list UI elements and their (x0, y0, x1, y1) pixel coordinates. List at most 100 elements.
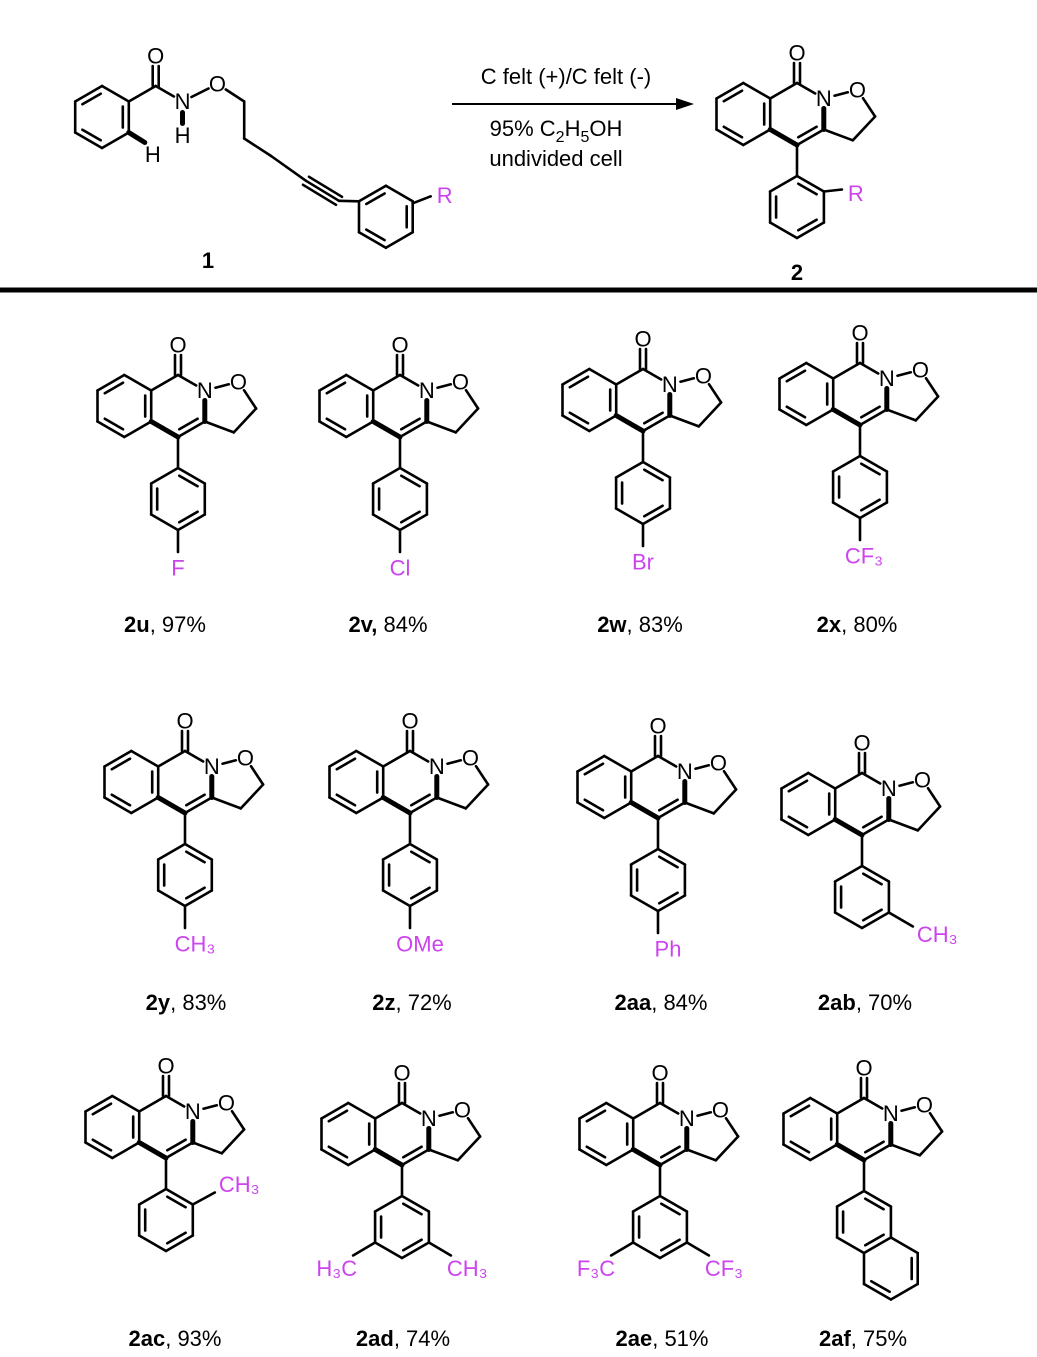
bond (896, 370, 913, 378)
ring-oxygen: O (462, 745, 479, 770)
nitrogen-atom: N (175, 89, 191, 114)
carbonyl-oxygen: O (401, 709, 418, 734)
bond (806, 771, 837, 790)
bond (81, 92, 102, 106)
bond (185, 886, 206, 900)
nitrogen-atom: N (816, 86, 832, 111)
ring-oxygen: O (230, 369, 247, 394)
substituent-label: F₃C (577, 1256, 615, 1281)
bond (787, 779, 809, 793)
bond (242, 388, 258, 410)
bond (346, 1101, 377, 1120)
bond (889, 1143, 922, 1157)
bond (602, 754, 633, 773)
bond (381, 889, 412, 908)
bond (190, 87, 210, 99)
bond (861, 96, 877, 118)
bond (641, 367, 663, 381)
bond (768, 174, 799, 193)
bond (796, 218, 818, 232)
bond (137, 1234, 168, 1253)
bond (831, 454, 862, 473)
bond (398, 420, 429, 439)
bond (587, 367, 618, 386)
bond (357, 231, 388, 250)
product-caption: 2ab, 70% (818, 990, 912, 1015)
bond (149, 513, 180, 532)
bond (862, 1236, 893, 1255)
substituent-label: CF₃ (845, 544, 883, 569)
bond (785, 405, 807, 419)
bond (860, 911, 891, 930)
bond (668, 414, 701, 428)
bond (833, 91, 850, 97)
bond (301, 183, 338, 207)
product-caption: 2ad, 74% (356, 1326, 450, 1351)
bond (860, 864, 891, 883)
new-bond (832, 817, 865, 838)
bond (399, 474, 421, 488)
new-bond (155, 795, 188, 816)
bond (111, 1094, 141, 1113)
bond (658, 1101, 680, 1115)
carbonyl-oxygen: O (651, 1061, 668, 1086)
bond (335, 793, 357, 807)
bond (149, 373, 180, 392)
bond (320, 1101, 350, 1120)
bond (862, 1189, 893, 1208)
bond (602, 801, 633, 820)
bond (325, 381, 347, 395)
carbonyl-oxygen: O (147, 44, 164, 69)
bond (889, 1282, 920, 1301)
bond (898, 780, 915, 788)
ring-oxygen: O (916, 1092, 933, 1117)
bond (335, 757, 357, 771)
product-caption: 2af, 75% (819, 1326, 907, 1351)
bond (859, 462, 881, 476)
bond (641, 507, 672, 526)
bond (715, 128, 745, 147)
bond (861, 872, 883, 886)
bond (795, 221, 826, 240)
bond (858, 408, 889, 427)
bond (685, 1241, 711, 1257)
substituent-label: CF₃ (705, 1256, 743, 1281)
bond (604, 1148, 635, 1167)
carbonyl-oxygen: O (169, 333, 186, 358)
new-bond (834, 1142, 867, 1163)
product-caption: 2u, 97% (124, 612, 206, 637)
bond (137, 1094, 168, 1113)
bond (456, 1135, 482, 1162)
nitrogen-atom: N (185, 1099, 201, 1124)
bond (722, 125, 744, 139)
nitrogen-atom: N (204, 754, 220, 779)
bond (806, 818, 837, 837)
bond (384, 231, 415, 250)
substituent-label: CH₃ (447, 1256, 488, 1281)
bond (364, 228, 386, 242)
substituent-label: CH₃ (917, 922, 958, 947)
bond (694, 763, 711, 771)
product-caption: 2ae, 51% (616, 1326, 709, 1351)
bond (851, 115, 877, 142)
bond (381, 842, 412, 861)
nitrogen-atom: N (879, 366, 895, 391)
bond (408, 749, 430, 763)
bond (796, 125, 818, 139)
new-bond (136, 1140, 169, 1161)
bond (100, 131, 131, 150)
r-group: R (848, 181, 864, 206)
bond (96, 420, 126, 439)
bond (346, 1148, 377, 1167)
bond (100, 84, 131, 103)
bond (778, 408, 808, 427)
bond (425, 420, 458, 434)
bond (354, 796, 385, 815)
bond (926, 786, 942, 808)
bond (435, 796, 468, 810)
bond (164, 1187, 195, 1206)
bond (249, 764, 265, 786)
bond (304, 179, 341, 203)
bond (400, 1101, 422, 1115)
